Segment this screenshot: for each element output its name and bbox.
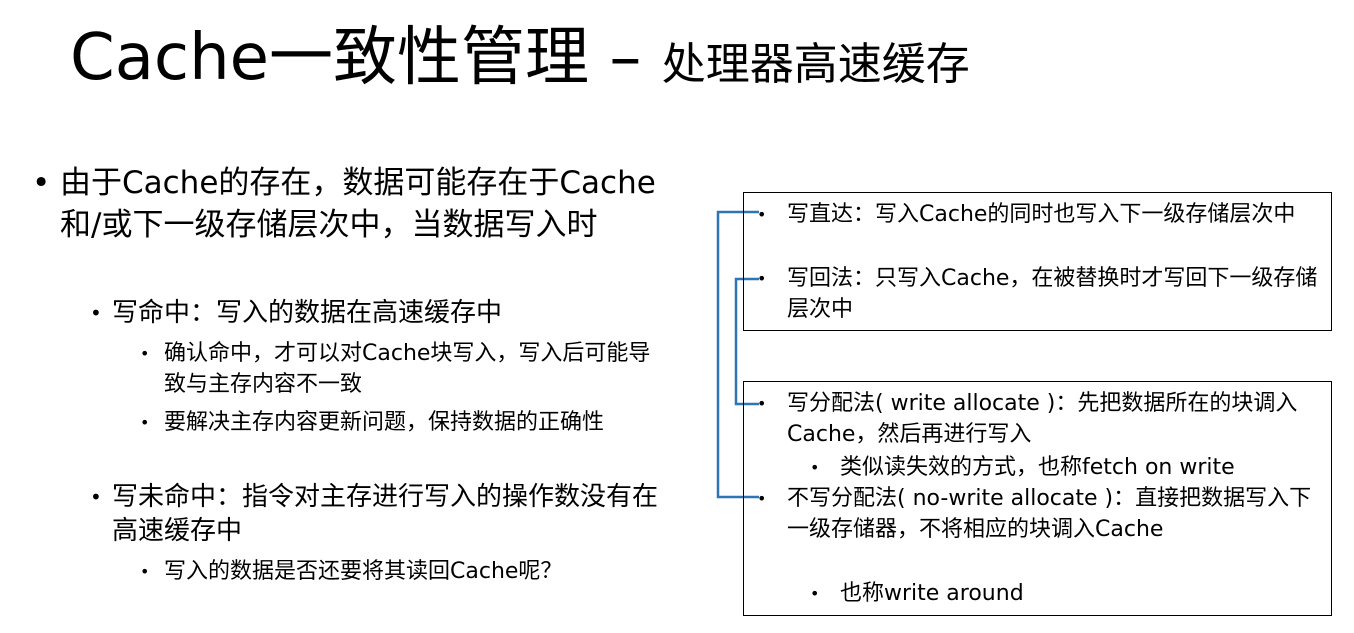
write-hit-sub1-text: 确认命中，才可以对Cache块写入，写入后可能导致与主存内容不一致 — [164, 341, 651, 397]
write-allocate-sub-text: 类似读失效的方式，也称fetch on write — [840, 455, 1235, 480]
bracket-line — [716, 210, 759, 499]
write-miss-text: 写未命中：指令对主存进行写入的操作数没有在高速缓存中 — [112, 482, 659, 546]
bullet-marker: • — [757, 489, 767, 508]
write-through-item: • 写直达：写入Cache的同时也写入下一级存储层次中 — [757, 199, 1327, 230]
no-write-allocate-sub-text: 也称write around — [840, 581, 1024, 606]
bullet-write-hit-sub2: • 要解决主存内容更新问题，保持数据的正确性 — [140, 407, 654, 438]
write-hit-text: 写命中：写入的数据在高速缓存中 — [112, 298, 503, 328]
write-miss-policies-box: • 写分配法( write allocate )：先把数据所在的块调入Cache… — [743, 381, 1332, 616]
bullet-marker: • — [140, 562, 150, 581]
bullet-main: • 由于Cache的存在，数据可能存在于Cache和/或下一级存储层次中，当数据… — [32, 162, 660, 246]
bullet-write-miss: • 写未命中：指令对主存进行写入的操作数没有在高速缓存中 — [90, 480, 672, 548]
write-hit-sub2-text: 要解决主存内容更新问题，保持数据的正确性 — [164, 410, 605, 435]
write-hit-policies-box: • 写直达：写入Cache的同时也写入下一级存储层次中 • 写回法：只写入Cac… — [743, 192, 1332, 331]
slide-title-main: Cache一致性管理 – — [70, 21, 662, 95]
write-through-text: 写直达：写入Cache的同时也写入下一级存储层次中 — [787, 202, 1296, 227]
bullet-marker: • — [140, 344, 150, 363]
bullet-marker: • — [757, 394, 767, 413]
bullet-marker: • — [810, 584, 820, 603]
write-miss-sub1-text: 写入的数据是否还要将其读回Cache呢？ — [164, 559, 563, 584]
bullet-write-hit-sub1: • 确认命中，才可以对Cache块写入，写入后可能导致与主存内容不一致 — [140, 338, 654, 400]
slide-title: Cache一致性管理 – 处理器高速缓存 — [70, 18, 970, 105]
no-write-allocate-item: • 不写分配法( no-write allocate )：直接把数据写入下一级存… — [757, 483, 1327, 545]
slide-title-sub: 处理器高速缓存 — [661, 39, 970, 90]
bullet-write-hit: • 写命中：写入的数据在高速缓存中 — [90, 296, 672, 330]
no-write-allocate-sub-item: • 也称write around — [810, 578, 1320, 609]
write-allocate-sub-item: • 类似读失效的方式，也称fetch on write — [810, 452, 1320, 483]
bullet-marker: • — [90, 485, 102, 509]
bullet-write-miss-sub1: • 写入的数据是否还要将其读回Cache呢？ — [140, 556, 654, 587]
write-allocate-text: 写分配法( write allocate )：先把数据所在的块调入Cache，然… — [787, 391, 1298, 447]
write-back-text: 写回法：只写入Cache，在被替换时才写回下一级存储层次中 — [787, 266, 1318, 322]
bullet-marker: • — [810, 458, 820, 477]
no-write-allocate-text: 不写分配法( no-write allocate )：直接把数据写入下一级存储器… — [787, 486, 1312, 542]
bullet-marker: • — [757, 205, 767, 224]
bullet-marker: • — [140, 413, 150, 432]
bullet-main-text: 由于Cache的存在，数据可能存在于Cache和/或下一级存储层次中，当数据写入… — [60, 165, 656, 243]
bullet-marker: • — [757, 269, 767, 288]
write-back-item: • 写回法：只写入Cache，在被替换时才写回下一级存储层次中 — [757, 263, 1327, 325]
bracket-tick-box1 — [734, 277, 759, 406]
bullet-marker: • — [90, 301, 102, 325]
bullet-marker: • — [32, 165, 51, 201]
write-allocate-item: • 写分配法( write allocate )：先把数据所在的块调入Cache… — [757, 388, 1327, 450]
